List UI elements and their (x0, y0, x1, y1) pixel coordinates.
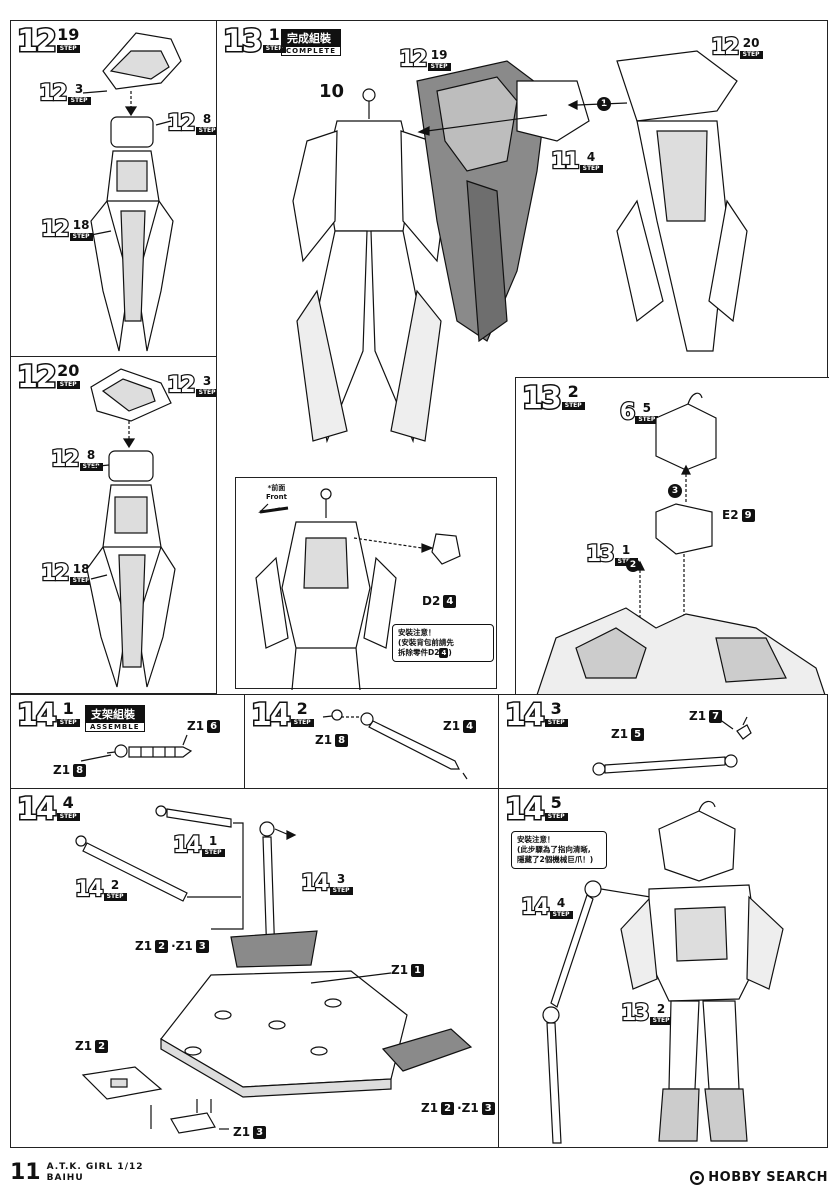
figure-on-stand-drawing (542, 800, 784, 1144)
arm-joint-drawing (80, 734, 193, 762)
completed-figure-drawing (292, 50, 748, 444)
product-name: A.T.K. GIRL 1/12 BAIHU (46, 1161, 144, 1183)
back-view-drawing (255, 488, 461, 690)
assemble-title: 支架組裝 ASSEMBLE (85, 705, 145, 732)
ref-10: 10 (319, 81, 345, 102)
stand-base-assembly-drawing (75, 805, 473, 1134)
head-assembly-drawing (535, 392, 827, 698)
step-order-3: 3 (668, 484, 682, 498)
arm-rod-drawing (322, 709, 468, 780)
backpack-assembly-drawing (82, 32, 182, 352)
front-label: *前面 Front (266, 484, 287, 501)
watermark: HOBBY SEARCH (690, 1170, 828, 1185)
arm-bar-drawing (592, 716, 752, 776)
page-number: 11 (10, 1160, 41, 1185)
hobby-search-logo-icon (690, 1170, 705, 1185)
footer-page-info: 11 A.T.K. GIRL 1/12 BAIHU (10, 1160, 144, 1185)
complete-title: 完成組裝 COMPLETE (281, 29, 341, 56)
backpack-assembly-drawing (86, 368, 176, 688)
note-hidden-claws: 安裝注意！ (此步驟為了指向清晰, 隱藏了2個機械巨爪！) (511, 831, 607, 869)
